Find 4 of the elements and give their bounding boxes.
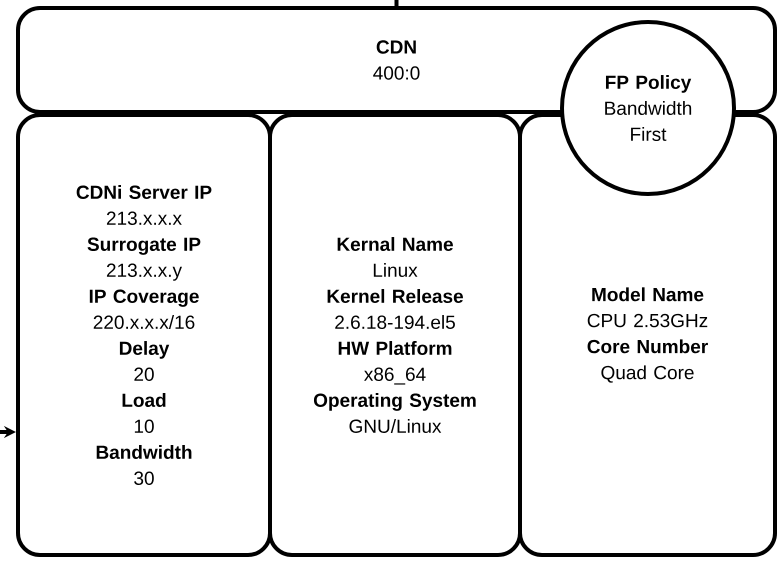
- node-label: FP Policy: [606, 75, 692, 93]
- info-box: CDNi Server IP 213.x.x.x Surrogate IP 213.x.x.y IP Coverage 220.x.x.x/16 Delay 20 Load 10 Bandwidth 30: [16, 113, 272, 557]
- connector-line: [394, 0, 398, 6]
- info-box: Kernal Name Linux Kernel Release 2.6.18-194.el5 HW Platform x86_64 Operating System GNU/Linux: [268, 113, 522, 557]
